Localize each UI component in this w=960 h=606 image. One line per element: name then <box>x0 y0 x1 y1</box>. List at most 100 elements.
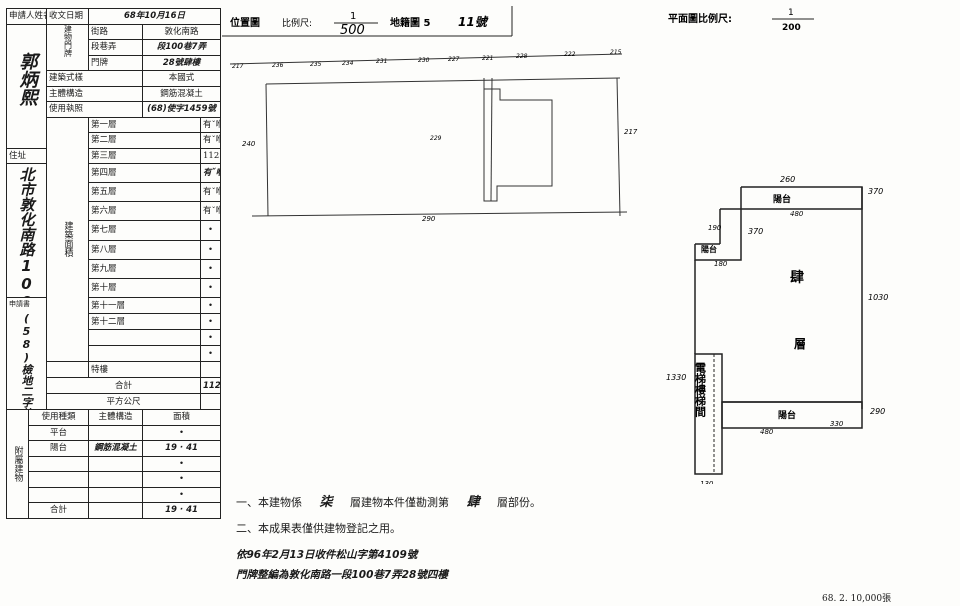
address-label: 住址 <box>5 147 48 164</box>
location-map-title: 位置圖 <box>230 16 260 29</box>
floor-2-area: 有ˇ嗰 <box>200 132 222 149</box>
annex-total-label: 合計 <box>27 502 90 519</box>
annex-total-value: 19 · 41 <box>142 502 222 519</box>
annex-row-use: 陽台 <box>27 440 90 457</box>
floor-8-area: • <box>200 239 222 260</box>
dim-label: 290 <box>870 407 885 416</box>
dim-label: 1030 <box>868 293 888 302</box>
floor-11-area: • <box>200 297 222 314</box>
floor-6: 第六層 <box>88 201 202 222</box>
annex-row-use <box>27 471 90 488</box>
address-value: 北市敦化南路100巷7弄 <box>17 167 36 298</box>
balcony-label-left: 陽台 <box>701 244 717 254</box>
annex-row-struct <box>88 486 144 503</box>
print-code: 68. 2. 10,000張 <box>822 594 892 604</box>
dim-label: 260 <box>780 175 795 184</box>
main-area-label-2: 層 <box>794 337 806 351</box>
lot-number: 240 <box>242 140 256 148</box>
note-surveyed-floor: 肆 <box>466 495 480 510</box>
floor-plan-scale-num: 1 <box>788 8 794 18</box>
section-value: 段100巷7弄 <box>142 39 222 56</box>
note-line-1: 一、本建物係 柒 層建物本件僅勘測第 肆 層部份。 <box>236 496 541 510</box>
note-line-1-mid: 層建物本件僅勘測第 <box>350 496 450 509</box>
license-label: 使用執照 <box>46 101 144 118</box>
floor-4-area: 有ˇ嗰 <box>200 162 222 184</box>
annex-row-use: 平台 <box>27 424 90 441</box>
floor-7: 第七層 <box>88 220 202 241</box>
bldg-label: 建物門牌 <box>46 23 90 71</box>
note-line-1-suffix: 層部份。 <box>497 496 542 509</box>
location-scale-num: 1 <box>350 11 356 22</box>
style-value: 本國式 <box>142 70 222 87</box>
lot-number: 217 <box>232 63 244 70</box>
lot-number: 290 <box>422 215 436 223</box>
annex-row-struct <box>88 455 144 472</box>
stair-label: 電梯樓梯間 <box>694 362 707 418</box>
annex-row-struct <box>88 471 144 488</box>
location-scale-label: 比例尺: <box>282 17 312 29</box>
location-scale-den: 500 <box>340 23 365 38</box>
lot-number: 227 <box>448 56 460 63</box>
floor-1: 第一層 <box>88 116 202 133</box>
annex-row-area: • <box>142 424 222 441</box>
annex-row-use <box>27 455 90 472</box>
annex-row-area: • <box>142 486 222 503</box>
struct-value: 鋼筋混凝土 <box>142 85 222 102</box>
dim-label: 1330 <box>666 373 686 382</box>
dim-label: 370 <box>868 187 883 196</box>
floor-7-area: • <box>200 220 222 241</box>
floor-plan-scale-den: 200 <box>782 23 801 33</box>
lot-number: 229 <box>430 135 442 142</box>
annex-header-area: 面積 <box>142 409 222 426</box>
floor-6-area: 有ˇ嗰 <box>200 201 222 222</box>
door-value: 28號肆樓 <box>142 54 222 71</box>
special-floor-label: 特樓 <box>88 361 202 378</box>
note-line-3: 依96年2月13日收件松山字第4109號 <box>236 549 418 561</box>
dim-label: 180 <box>714 260 728 268</box>
floor-5-area: 有ˇ嗰 <box>200 182 222 203</box>
floor-area-label: 建築面積 <box>46 116 90 362</box>
total-label: 合計 <box>46 377 202 394</box>
lot-number: 230 <box>418 57 430 64</box>
note-line-1-prefix: 一、本建物係 <box>236 496 302 509</box>
license-value: (68)使字1459號 <box>142 101 222 118</box>
balcony-label-top: 陽台 <box>773 193 791 205</box>
building-survey-form: 申請人姓名 收文日期 68年10月16日 郭炳熙 建物門牌 街路 敦化南路 段巷… <box>5 8 222 519</box>
floor-10: 第十層 <box>88 277 202 299</box>
floor-5: 第五層 <box>88 182 202 203</box>
dim-label: 370 <box>748 227 763 236</box>
style-label: 建築式樣 <box>46 70 144 87</box>
total-value: 112 · 62 <box>200 377 222 394</box>
lot-number: 215 <box>610 49 622 56</box>
floor-9-area: • <box>200 258 222 279</box>
floor-3: 第三層 <box>88 147 202 164</box>
annex-row-area: 19 · 41 <box>142 440 222 457</box>
applicant-name: 郭炳熙 <box>16 51 38 106</box>
lot-number: 221 <box>482 55 493 62</box>
lot-number: 234 <box>342 60 354 67</box>
floor-plan-title: 平面圖比例尺: <box>668 12 732 25</box>
floor-13-area: • <box>200 329 222 346</box>
survey-date-value: 68年10月16日 <box>88 8 222 25</box>
floor-1-area: 有ˇ嗰 <box>200 116 222 133</box>
application-label: 申請書 <box>9 300 30 308</box>
struct-label: 主體構造 <box>46 85 144 102</box>
lot-number: 231 <box>376 58 387 65</box>
note-line-4: 門牌整編為敦化南路一段100巷7弄28號四樓 <box>236 569 448 581</box>
survey-date-label: 收文日期 <box>46 8 90 25</box>
floor-3-area: 112 · 62 <box>200 147 222 164</box>
annex-header-use: 使用種類 <box>27 409 90 426</box>
dim-label: 130 <box>700 480 714 484</box>
floor-9: 第九層 <box>88 258 202 279</box>
floor-12-area: • <box>200 313 222 330</box>
cadastral-sheet-label: 地籍圖 5 <box>390 16 430 29</box>
floor-8: 第八層 <box>88 239 202 260</box>
annex-row-area: • <box>142 471 222 488</box>
location-map: 位置圖 比例尺: 1 500 地籍圖 5 11號 217 236 235 234… <box>222 6 638 223</box>
floor-4: 第四層 <box>88 162 202 184</box>
annex-row-struct <box>88 424 144 441</box>
lot-number: 222 <box>564 51 576 58</box>
unit-label: 平方公尺 <box>46 393 202 410</box>
lot-number: 217 <box>624 128 638 136</box>
